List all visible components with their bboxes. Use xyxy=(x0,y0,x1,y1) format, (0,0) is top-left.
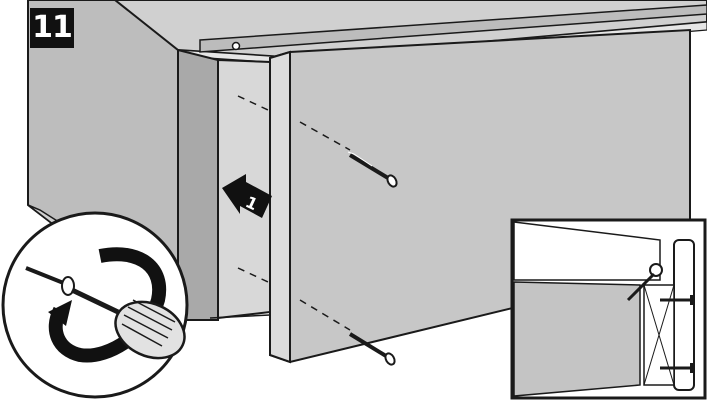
cabinet-carcass-front xyxy=(178,50,270,320)
rotate-arrow-label: 2 xyxy=(80,307,91,326)
wall-mount-detail-inset xyxy=(512,220,705,398)
step-number-badge: 11 xyxy=(30,8,74,48)
